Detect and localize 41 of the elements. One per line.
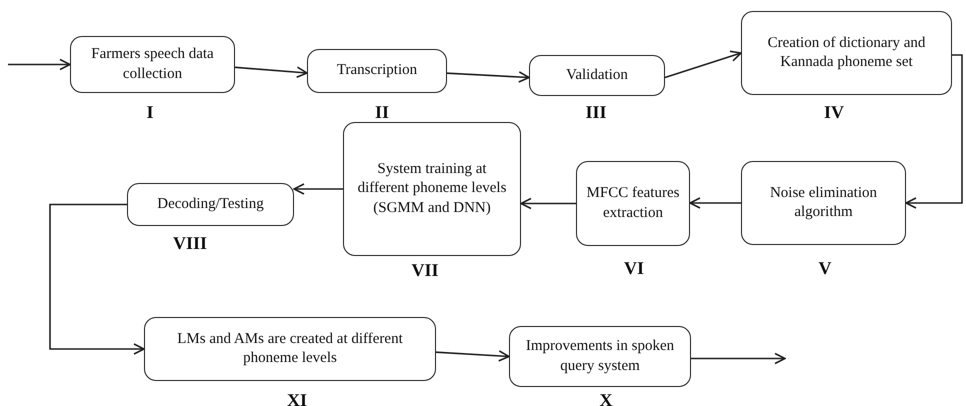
arrow: [905, 54, 963, 209]
step-label: MFCC features extraction: [586, 184, 680, 222]
step-label: System training at different phoneme levels (SGMM and DNN): [356, 160, 508, 218]
process-box: [509, 326, 691, 387]
step-label: Validation: [566, 66, 628, 85]
arrow: [234, 66, 308, 78]
step-number: III: [586, 102, 606, 123]
process-box: [529, 55, 665, 96]
step-number: V: [818, 258, 832, 279]
step-number: I: [146, 102, 154, 123]
process-box: [343, 122, 521, 256]
arrow: [446, 71, 530, 83]
step-label: Decoding/Testing: [157, 194, 264, 214]
process-box: [127, 183, 294, 226]
arrow: [691, 352, 786, 364]
step-number: VII: [412, 260, 438, 281]
process-box: [741, 161, 906, 245]
arrow: [664, 50, 742, 78]
process-box: [741, 11, 952, 95]
process-box: [144, 317, 436, 381]
step-label: Transcription: [336, 61, 418, 80]
step-label: Noise elimination algorithm: [768, 184, 878, 222]
step-number: X: [600, 390, 612, 406]
process-box: [576, 161, 690, 246]
process-box: [70, 36, 235, 93]
step-label: Farmers speech data collection: [90, 45, 215, 84]
arrow: [293, 183, 343, 195]
step-number: IV: [824, 102, 844, 123]
step-label: Improvements in spoken query system: [524, 337, 676, 376]
step-number: VI: [624, 258, 644, 279]
step-label: Creation of dictionary and Kannada phoneme set: [766, 34, 926, 72]
process-box: [307, 49, 447, 93]
step-label: LMs and AMs are created at different phoneme levels: [176, 330, 404, 368]
arrow: [520, 198, 576, 210]
step-number: VIII: [173, 233, 207, 254]
arrow: [689, 197, 741, 209]
step-number: II: [375, 102, 389, 123]
arrow: [49, 204, 145, 355]
arrow: [436, 350, 510, 362]
arrow: [8, 58, 71, 70]
step-number: XI: [287, 390, 307, 406]
